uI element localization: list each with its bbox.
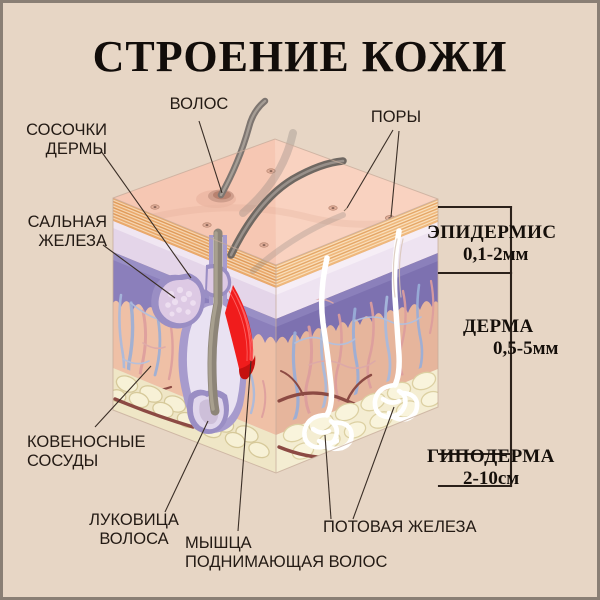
leader-pore-tip-a [343,207,348,212]
callout-pores: ПОРЫ [370,108,422,126]
epidermis-layer [113,198,438,288]
leader-dermal-papillae [100,150,192,279]
pore-dots [150,168,396,248]
callout-hair: ВОЛОС [169,95,229,113]
layer-label-hypodermis: ГИПОДЕРМА 2-10см [427,446,555,490]
skin-block-illustration [112,97,439,474]
layer-name-dermis: ДЕРМА [463,316,534,337]
layer-depth-brackets [437,205,513,488]
callout-dermal-papillae: СОСОЧКИ ДЕРМЫ [26,121,107,158]
leader-vessels [94,365,152,428]
hair-follicle-structure [151,228,247,434]
callout-leader-lines [94,120,400,532]
layer-name-epidermis: ЭПИДЕРМИС [427,222,557,243]
leader-muscle [237,360,252,532]
page-title: СТРОЕНИЕ КОЖИ [92,32,508,81]
block-edges [112,138,439,474]
skin-diagram: ВОЛОС ПОРЫ СОСОЧКИ ДЕРМЫ САЛЬНАЯ ЖЕЛЕЗА … [3,3,597,597]
leader-hair-bulb [164,420,209,513]
callout-arrector-pili-muscle: МЫШЦА ПОДНИМАЮЩАЯ ВОЛОС [185,534,388,571]
leader-pores-a [346,129,394,209]
leader-sweat-a [324,434,332,520]
layer-thickness-epidermis: 0,1-2мм [463,244,529,265]
sweat-glands [302,228,420,452]
layer-thickness-hypodermis: 2-10см [463,468,520,489]
layer-thickness-dermis: 0,5-5мм [493,338,559,359]
layer-name-hypodermis: ГИПОДЕРМА [427,446,555,467]
leader-pores-b [390,130,400,218]
callout-hair-bulb: ЛУКОВИЦА ВОЛОСА [89,511,179,548]
callout-blood-vessels: КОВЕНОСНЫЕ СОСУДЫ [27,433,146,470]
leader-sebaceous [102,244,176,299]
arrector-pili-muscle [225,285,256,380]
leader-sweat-b [352,406,395,520]
poster-canvas: СТРОЕНИЕ КОЖИ [3,3,597,597]
hair-shafts-above-skin [217,97,347,274]
callout-sweat-gland: ПОТОВАЯ ЖЕЛЕЗА [323,518,477,536]
layer-label-dermis: ДЕРМА 0,5-5мм [463,316,558,360]
callout-sebaceous-gland: САЛЬНАЯ ЖЕЛЕЗА [27,213,107,250]
sebaceous-gland [151,264,232,329]
leader-hair [198,120,223,194]
layer-label-epidermis: ЭПИДЕРМИС 0,1-2мм [427,222,556,266]
